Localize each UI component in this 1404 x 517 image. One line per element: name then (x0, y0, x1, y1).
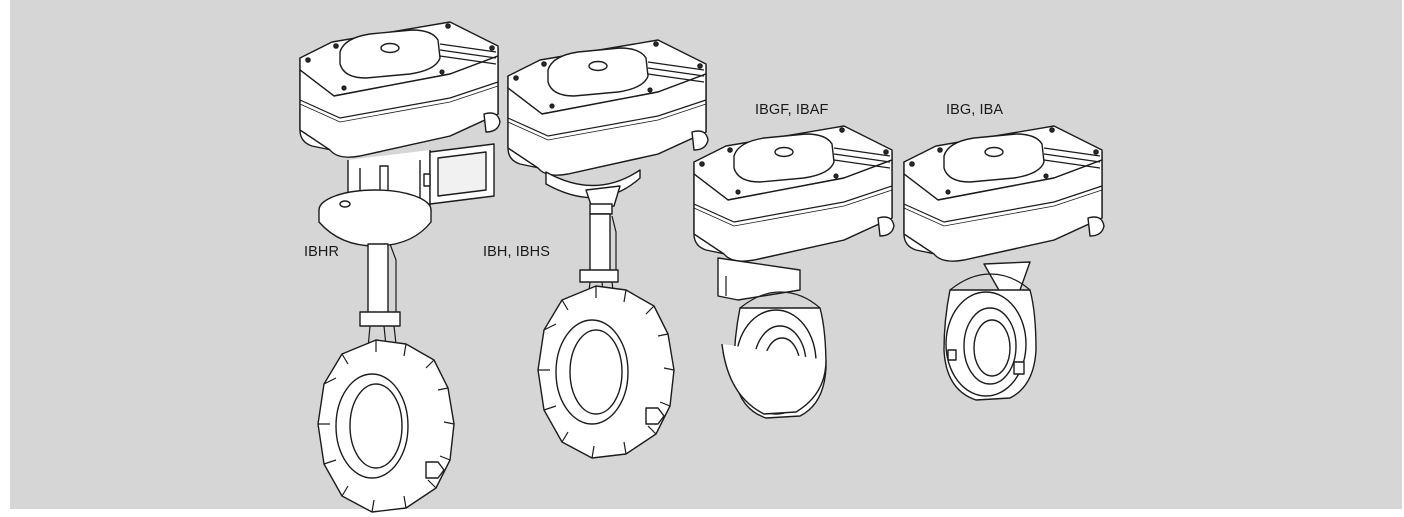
label-ibgf-ibaf: IBGF, IBAF (755, 102, 829, 118)
valve-ibgf-ibaf-illustration (693, 125, 895, 419)
label-ibhr: IBHR (304, 244, 340, 260)
label-ibh-ibhs: IBH, IBHS (483, 244, 550, 260)
label-ibg-iba: IBG, IBA (946, 102, 1004, 118)
valve-ibh-ibhs-illustration (507, 39, 709, 459)
valve-ibg-iba-illustration (903, 125, 1105, 401)
valve-ibhr-illustration (299, 21, 501, 513)
